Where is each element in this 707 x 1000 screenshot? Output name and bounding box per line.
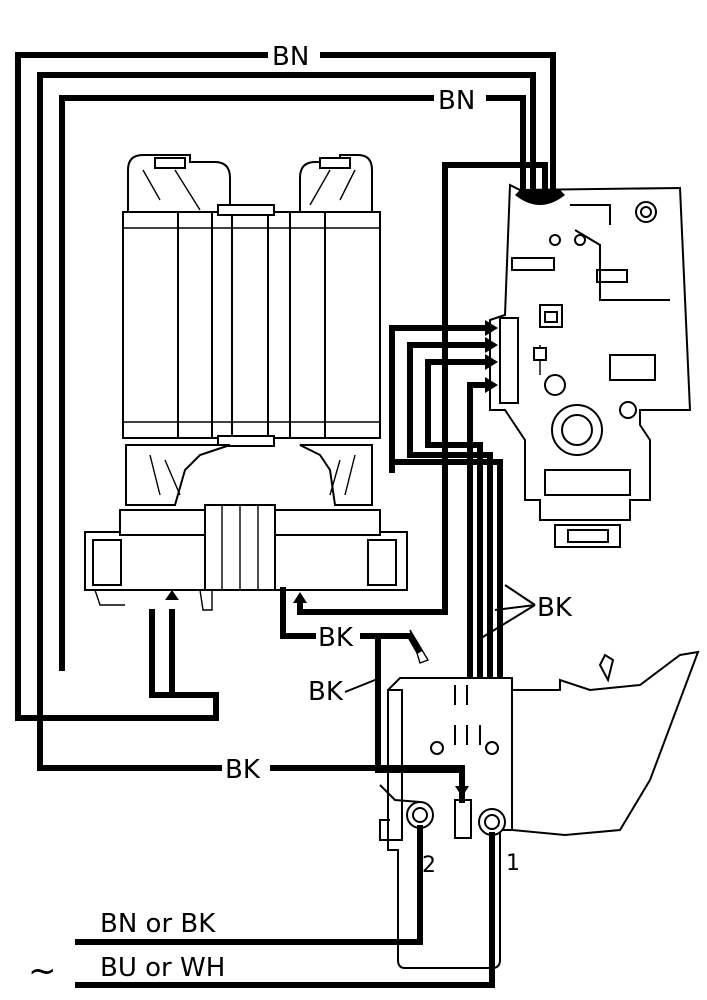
bn-wire-outer [15, 52, 556, 721]
label-bn-top: BN [272, 42, 309, 72]
ac-symbol: ~ [28, 951, 57, 991]
electronic-module [489, 183, 692, 548]
label-bk-switch-group: BK [316, 621, 360, 653]
bk-bundle-leaders [477, 584, 536, 641]
label-bk-bottom: BK [225, 755, 261, 785]
supply-line-2 [75, 832, 495, 988]
motor-lead-right [280, 162, 548, 639]
motor-lead-left [149, 590, 219, 698]
module-wires [389, 320, 503, 683]
trigger [511, 650, 700, 837]
label-bk-switch-lead: BK [318, 623, 354, 653]
bk-side-leader [344, 677, 381, 693]
bn-wire-third [59, 95, 526, 671]
label-bk-bundle-group: BK [537, 593, 573, 623]
label-bk-side: BK [308, 677, 344, 707]
label-bk-bottom-group: BK [222, 753, 270, 785]
label-bn-top-group: BN [268, 40, 320, 72]
terminal-2-label: 2 [422, 853, 436, 878]
label-bk-side-group: BK [308, 677, 344, 707]
label-bk-bundle: BK [537, 593, 573, 623]
bn-wire-second [37, 72, 536, 721]
supply-line-2-label: BU or WH [100, 953, 225, 983]
terminal-1-label: 1 [506, 851, 520, 876]
label-bn-second: BN [438, 86, 475, 116]
label-bn-second-group: BN [434, 84, 486, 116]
supply-line-1-label: BN or BK [100, 909, 216, 939]
terminal-2-screw [406, 801, 434, 829]
bk-bottom-wire [37, 715, 465, 771]
terminal-1-screw [478, 808, 506, 836]
supply-line-1 [75, 825, 423, 945]
motor-stator [84, 154, 408, 611]
